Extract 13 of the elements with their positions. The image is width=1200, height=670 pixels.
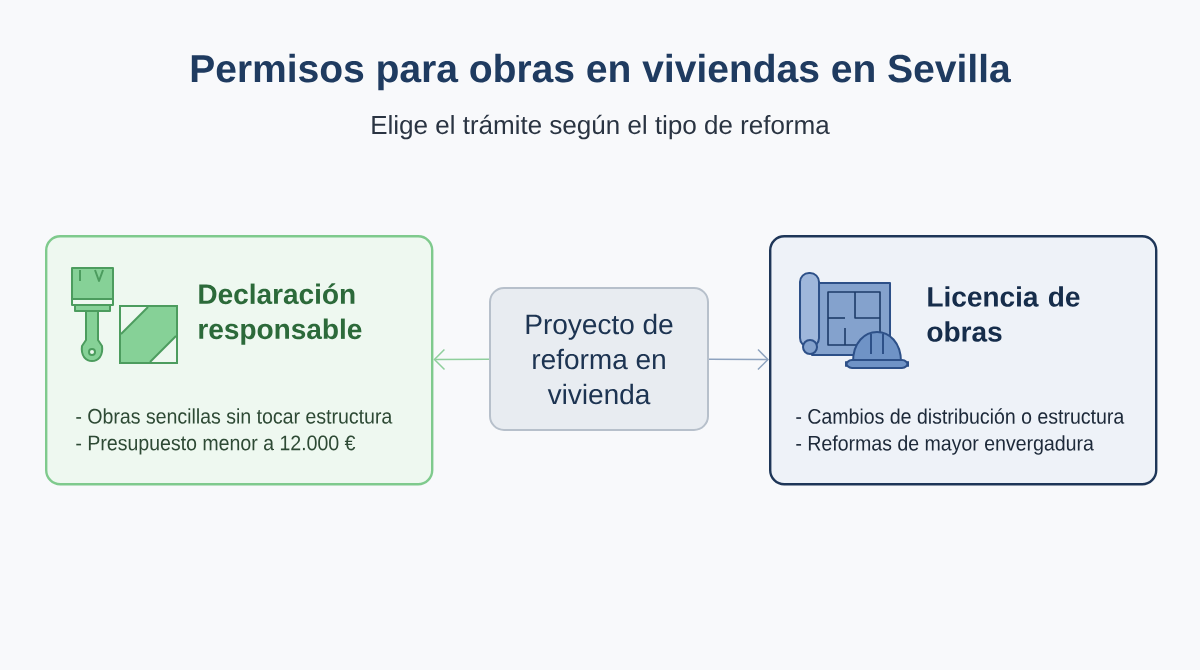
bullet-item: - Obras sencillas sin tocar estructura (76, 408, 393, 424)
option-box (45, 235, 434, 486)
title: Permisos para obras en viviendas en Sevilla (191, 53, 1011, 91)
arrow (708, 348, 769, 371)
box-heading: Licencia de obras (927, 286, 1080, 342)
subtitle: Elige el trámite según el tipo de reforma (372, 114, 830, 140)
bullet-item: - Reformas de mayor envergadura (796, 435, 1094, 455)
bullet-item: - Cambios de distribución o estructura (796, 408, 1125, 424)
box-heading: Declaración responsable (199, 283, 362, 345)
process-box: Proyecto de reforma en vivienda (489, 287, 709, 431)
arrow (433, 348, 490, 371)
bullet-item: - Presupuesto menor a 12.000 € (76, 435, 356, 455)
option-box (769, 235, 1158, 486)
